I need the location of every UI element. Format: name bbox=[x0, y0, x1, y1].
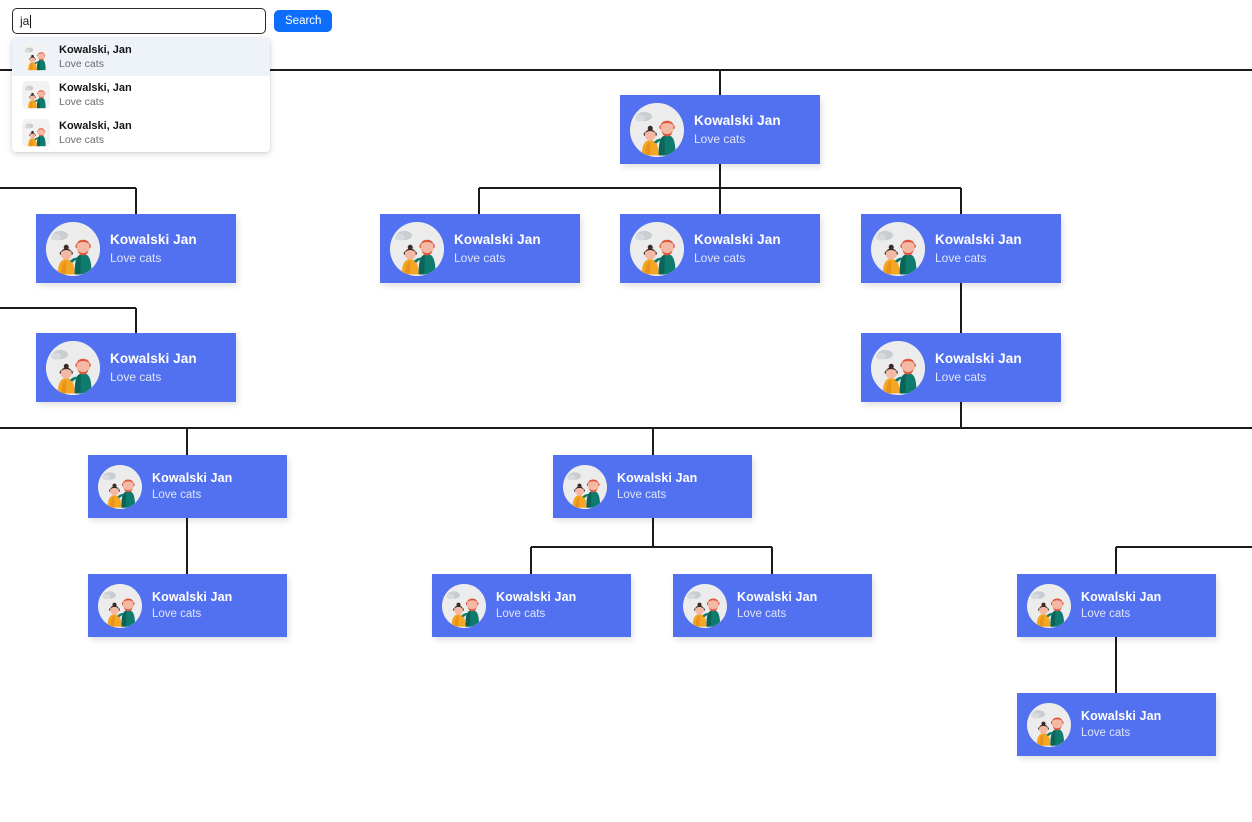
avatar-icon bbox=[390, 221, 444, 276]
avatar-icon bbox=[630, 102, 684, 157]
org-node-subtitle: Love cats bbox=[110, 250, 162, 265]
avatar-icon bbox=[22, 43, 50, 71]
org-node-subtitle: Love cats bbox=[935, 369, 987, 384]
avatar-icon bbox=[98, 583, 142, 628]
suggestion-name: Kowalski, Jan bbox=[59, 43, 132, 56]
org-node-name: Kowalski Jan bbox=[694, 231, 781, 247]
org-node-subtitle: Love cats bbox=[694, 250, 746, 265]
avatar-icon bbox=[871, 340, 925, 395]
org-node-subtitle: Love cats bbox=[1081, 726, 1131, 739]
org-node-subtitle: Love cats bbox=[1081, 607, 1131, 620]
org-node-subtitle: Love cats bbox=[935, 250, 987, 265]
org-node-name: Kowalski Jan bbox=[152, 589, 233, 604]
avatar-icon bbox=[1027, 702, 1071, 747]
org-node-subtitle: Love cats bbox=[152, 488, 202, 501]
org-node-name: Kowalski Jan bbox=[935, 350, 1022, 366]
avatar-icon bbox=[46, 221, 100, 276]
org-node-name: Kowalski Jan bbox=[152, 470, 233, 485]
org-node-name: Kowalski Jan bbox=[1081, 708, 1162, 723]
org-node-subtitle: Love cats bbox=[454, 250, 506, 265]
suggestion-name: Kowalski, Jan bbox=[59, 81, 132, 94]
text-caret bbox=[30, 14, 32, 28]
search-input-value: ja bbox=[20, 13, 30, 28]
avatar-icon bbox=[563, 464, 607, 509]
search-input[interactable]: ja bbox=[12, 8, 266, 34]
org-node-subtitle: Love cats bbox=[737, 607, 787, 620]
org-node-name: Kowalski Jan bbox=[454, 231, 541, 247]
org-node-subtitle: Love cats bbox=[152, 607, 202, 620]
avatar-icon bbox=[1027, 583, 1071, 628]
avatar-icon bbox=[98, 464, 142, 509]
org-node-subtitle: Love cats bbox=[496, 607, 546, 620]
avatar-icon bbox=[871, 221, 925, 276]
org-node-subtitle: Love cats bbox=[694, 131, 746, 146]
avatar-icon bbox=[630, 221, 684, 276]
suggestion-subtitle: Love cats bbox=[59, 134, 104, 147]
org-node-name: Kowalski Jan bbox=[617, 470, 698, 485]
org-node-name: Kowalski Jan bbox=[737, 589, 818, 604]
avatar-icon bbox=[683, 583, 727, 628]
avatar-icon bbox=[22, 119, 50, 147]
org-node-subtitle: Love cats bbox=[617, 488, 667, 501]
org-node-name: Kowalski Jan bbox=[496, 589, 577, 604]
org-node-subtitle: Love cats bbox=[110, 369, 162, 384]
org-node-name: Kowalski Jan bbox=[935, 231, 1022, 247]
org-node-name: Kowalski Jan bbox=[110, 350, 197, 366]
org-node-name: Kowalski Jan bbox=[1081, 589, 1162, 604]
org-node-name: Kowalski Jan bbox=[694, 112, 781, 128]
suggestion-subtitle: Love cats bbox=[59, 58, 104, 71]
org-node-name: Kowalski Jan bbox=[110, 231, 197, 247]
avatar-icon bbox=[22, 81, 50, 109]
avatar-icon bbox=[46, 340, 100, 395]
avatar-icon bbox=[442, 583, 486, 628]
suggestion-name: Kowalski, Jan bbox=[59, 119, 132, 132]
search-button[interactable]: Search bbox=[274, 10, 333, 32]
suggestion-subtitle: Love cats bbox=[59, 96, 104, 109]
search-bar: ja Search bbox=[12, 8, 333, 34]
